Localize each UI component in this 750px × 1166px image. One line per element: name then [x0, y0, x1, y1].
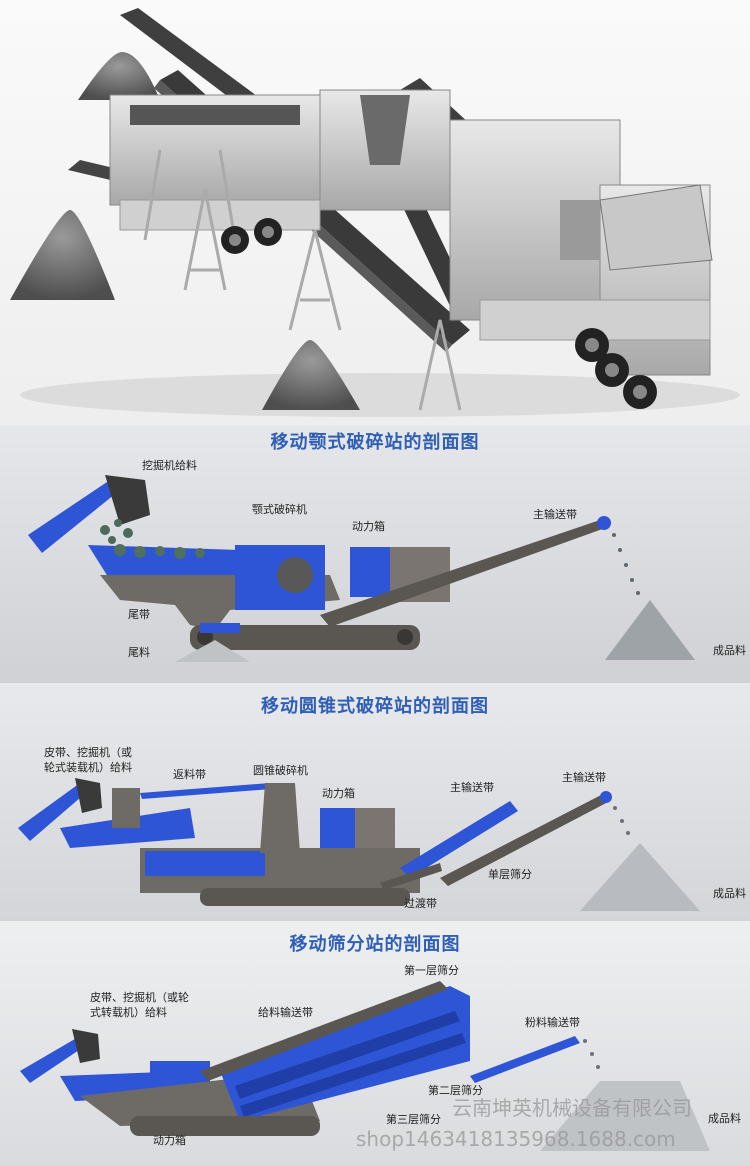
- label-excavator-feed: 挖掘机给料: [142, 459, 197, 472]
- section-title: 移动颚式破碎站的剖面图: [270, 432, 480, 453]
- label-single-screen: 单层筛分: [488, 868, 532, 881]
- section-title: 移动圆锥式破碎站的剖面图: [261, 696, 489, 717]
- label-tail-belt: 尾带: [128, 608, 150, 621]
- label-power-box: 动力箱: [352, 520, 385, 533]
- label-power-box: 动力箱: [153, 1134, 186, 1147]
- label-tail-material: 尾料: [128, 646, 150, 659]
- hero-render: [0, 0, 750, 425]
- label-jaw-crusher: 颚式破碎机: [252, 503, 307, 516]
- screening-diagram: [20, 981, 710, 1151]
- label-first-screen: 第一层筛分: [404, 964, 459, 977]
- plant-illustration: [10, 8, 740, 417]
- label-feed-belt: 给料输送带: [258, 1006, 313, 1019]
- label-product: 成品料: [713, 887, 746, 900]
- cone-crusher-diagram: [18, 778, 700, 911]
- label-product: 成品料: [708, 1112, 741, 1125]
- label-product: 成品料: [713, 644, 746, 657]
- section-title: 移动筛分站的剖面图: [289, 934, 461, 955]
- screening-section: 移动筛分站的剖面图 皮带、挖掘机（或轮式转载机）给料 给料输送带 第一层筛分 粉…: [0, 921, 750, 1166]
- label-main-belt: 主输送带: [533, 508, 577, 521]
- label-second-screen: 第二层筛分: [428, 1084, 483, 1097]
- jaw-crusher-section: 移动颚式破碎站的剖面图 挖掘机给料 颚式破碎机 动力箱 主输送带 尾带 尾: [0, 425, 750, 683]
- watermark-company: 云南坤英机械设备有限公司: [452, 1096, 692, 1120]
- label-third-screen: 第三层筛分: [386, 1113, 441, 1126]
- label-main-belt-1: 主输送带: [450, 781, 494, 794]
- label-power-box: 动力箱: [322, 787, 355, 800]
- label-return-belt: 返料带: [173, 768, 206, 781]
- label-powder-belt: 粉料输送带: [525, 1016, 580, 1029]
- label-feed: 皮带、挖掘机（或轮式装载机）给料: [44, 746, 132, 774]
- cone-crusher-section: 移动圆锥式破碎站的剖面图 皮带、挖掘机（或轮式装载机）给料 返料带 圆锥破碎机 …: [0, 683, 750, 921]
- jaw-crusher-diagram: [28, 475, 695, 662]
- label-transfer-belt: 过渡带: [404, 897, 437, 910]
- label-feed: 皮带、挖掘机（或轮式转载机）给料: [90, 991, 189, 1019]
- label-cone-crusher: 圆锥破碎机: [253, 764, 308, 777]
- watermark-shop-url: shop1463418135968.1688.com: [356, 1127, 676, 1151]
- label-main-belt-2: 主输送带: [562, 771, 606, 784]
